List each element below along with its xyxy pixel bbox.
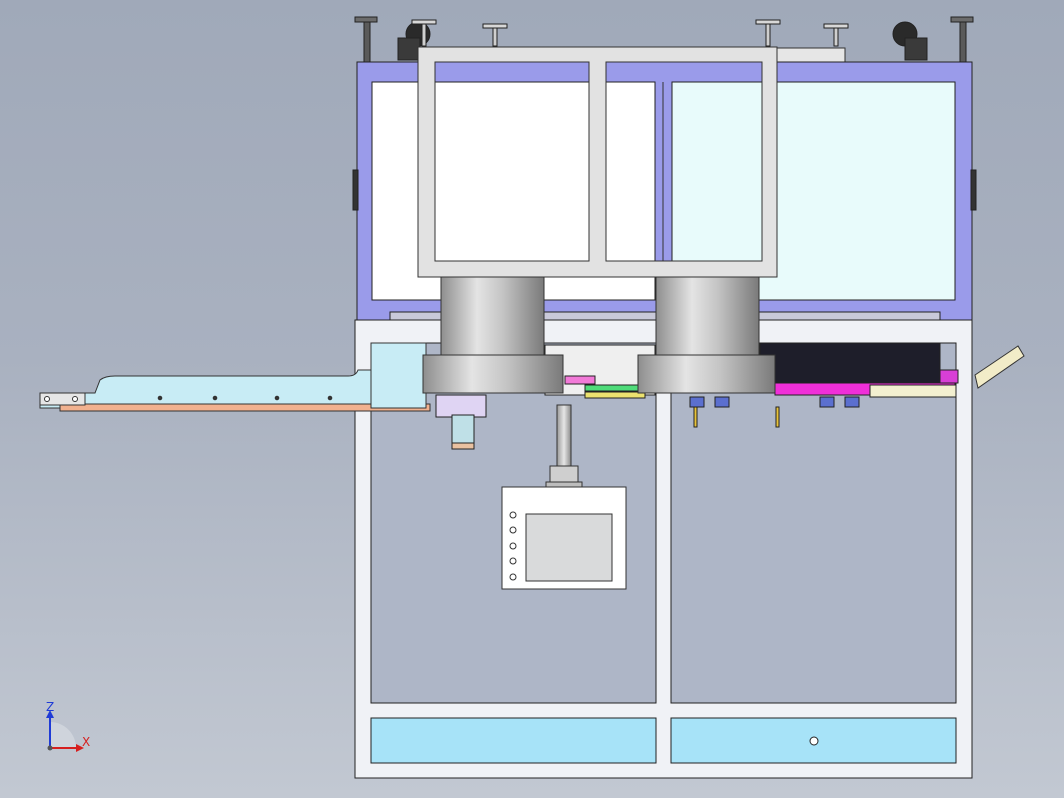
hood-side-latch-right	[970, 169, 977, 211]
conveyor-feed-block	[370, 342, 427, 409]
triad-sector	[50, 722, 76, 748]
left-post	[363, 19, 371, 63]
x-axis-arrow	[76, 744, 84, 752]
blue-block-1	[689, 396, 705, 408]
actuator-body	[451, 414, 475, 446]
cylinder-right	[637, 276, 776, 394]
left-post-cap	[354, 16, 378, 23]
yellow-pin-1	[693, 406, 698, 428]
knob-2	[482, 23, 508, 29]
yellow-strip	[584, 391, 646, 399]
hmi-screen	[525, 513, 613, 582]
axis-triad: Z X	[46, 700, 90, 752]
knob-3	[755, 19, 781, 25]
right-post	[959, 19, 967, 63]
hood-side-latch-left	[352, 169, 359, 211]
purple-strip	[939, 369, 959, 384]
output-chute	[974, 345, 1025, 389]
top-hardware	[354, 16, 974, 63]
conveyor-end-tab	[39, 392, 86, 406]
knob-1	[411, 19, 437, 25]
door-lock-icon	[809, 736, 819, 746]
dark-housing	[759, 342, 941, 386]
x-axis-label: X	[82, 735, 90, 749]
cylinder-left	[422, 276, 564, 394]
actuator-nozzle	[451, 442, 475, 450]
left-actuator	[435, 394, 487, 418]
door-panel-left	[370, 717, 657, 764]
blue-block-4	[844, 396, 860, 408]
left-conveyor	[39, 342, 431, 412]
green-strip	[584, 384, 646, 392]
right-post-cap	[950, 16, 974, 23]
panel-mount-collar	[549, 465, 579, 485]
blue-block-3	[819, 396, 835, 408]
right-process-unit	[689, 342, 959, 428]
hmi-button-1	[509, 511, 517, 519]
pink-strip	[564, 375, 596, 385]
knob-3-stem	[765, 23, 771, 47]
blue-block-2	[714, 396, 730, 408]
z-axis-arrow	[46, 710, 54, 718]
knob-2-stem	[492, 27, 498, 47]
panel-mount-base	[545, 481, 583, 488]
conveyor-belt	[59, 403, 431, 412]
control-panel	[501, 404, 627, 590]
knob-4	[823, 23, 849, 29]
knob-1-stem	[421, 23, 427, 47]
z-axis-label: Z	[46, 700, 54, 714]
cream-base	[869, 384, 957, 398]
left-wheel-arm	[397, 37, 421, 61]
hmi-button-5	[509, 573, 517, 581]
hmi-button-4	[509, 557, 517, 565]
panel-mount-rod	[556, 404, 572, 471]
hmi-button-3	[509, 542, 517, 550]
yellow-pin-2	[775, 406, 780, 428]
door-handle-frame	[417, 46, 778, 278]
right-wheel-arm	[904, 37, 928, 61]
knob-4-stem	[833, 27, 839, 47]
hmi-button-2	[509, 526, 517, 534]
